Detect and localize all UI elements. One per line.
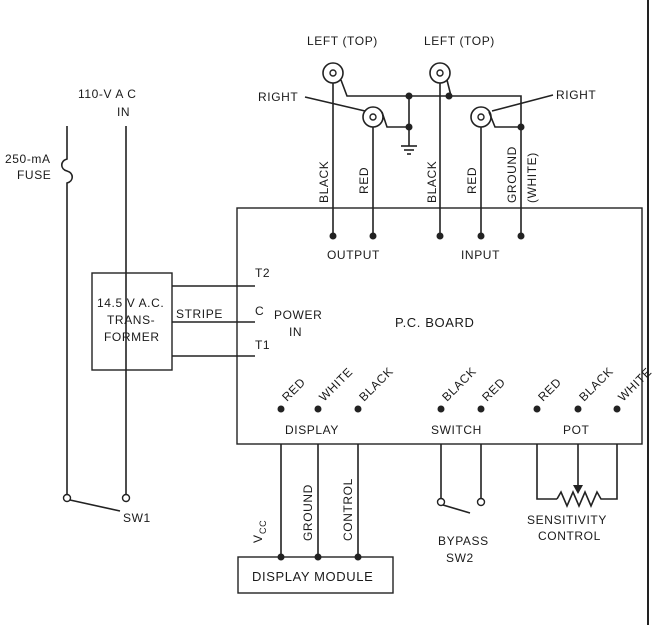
sw1-label: SW1 [123,511,151,525]
sensitivity-label: SENSITIVITY [527,513,607,527]
t2-label: T2 [255,266,270,280]
ac-in-label: 110-V A C [78,87,137,101]
input-right-jack [470,106,492,128]
switch-red-label: RED [479,375,508,404]
input-black-label: BLACK [425,161,439,203]
pot-red-label: RED [535,375,564,404]
switch-red-terminal [477,405,485,413]
output-right-label: RIGHT [258,90,298,104]
pot-black-label: BLACK [576,364,616,404]
sw1-switch-icon [62,493,131,512]
input-ground-label: GROUND [505,146,519,203]
t1-label: T1 [255,338,270,352]
output-red-label: RED [357,167,371,194]
module-ground-label: GROUND [301,484,315,541]
display-module-label: DISPLAY MODULE [252,569,373,584]
pc-board-label: P.C. BOARD [395,315,474,330]
output-left-jack [322,62,344,84]
output-group-label: OUTPUT [327,248,380,262]
svg-text:CC: CC [258,520,268,534]
sw2-label: SW2 [446,551,474,565]
junction-dot [445,92,453,100]
input-right-label: RIGHT [556,88,596,102]
module-control-label: CONTROL [341,478,355,541]
display-black-label: BLACK [356,364,396,404]
power-in-label-2: IN [289,325,302,339]
pot-white-terminal [613,405,621,413]
stripe-label: STRIPE [176,307,223,321]
transformer-label-1: 14.5 V A.C. [97,296,164,310]
display-module-box [237,556,394,594]
potentiometer-icon [536,444,618,509]
transformer-label-3: FORMER [104,330,160,344]
c-label: C [255,304,264,318]
input-ground-white-label: (WHITE) [525,152,539,203]
fuse-label: 250-mA [5,152,51,166]
vcc-label: V CC [251,520,268,543]
pot-red-terminal [533,405,541,413]
display-red-label: RED [279,375,308,404]
junction-dot [405,92,413,100]
sensitivity-control-label: CONTROL [538,529,601,543]
fuse-label-2: FUSE [17,168,51,182]
output-red-terminal [369,232,377,240]
switch-group-label: SWITCH [431,423,482,437]
fuse-icon [60,126,74,495]
power-in-label: POWER [274,308,322,322]
display-white-label: WHITE [316,365,355,404]
jack-wiring [332,79,522,236]
right-leader-output [304,96,366,112]
junction-dot [405,123,413,131]
input-left-top-label: LEFT (TOP) [424,34,495,48]
switch-black-terminal [437,405,445,413]
input-red-terminal [477,232,485,240]
output-right-jack [362,106,384,128]
ac-in-label-2: IN [117,105,130,119]
right-leader-input [491,94,554,112]
display-red-terminal [277,405,285,413]
input-ground-terminal [517,232,525,240]
input-group-label: INPUT [461,248,500,262]
sw2-switch-icon [436,497,486,514]
switch-black-label: BLACK [439,364,479,404]
output-black-terminal [329,232,337,240]
transformer-label-2: TRANS- [107,313,155,327]
display-white-terminal [314,405,322,413]
output-black-label: BLACK [317,161,331,203]
pot-black-terminal [574,405,582,413]
display-black-terminal [354,405,362,413]
display-group-label: DISPLAY [285,423,339,437]
junction-dot [517,123,525,131]
pot-group-label: POT [563,423,590,437]
bypass-label: BYPASS [438,534,489,548]
input-black-terminal [436,232,444,240]
output-left-top-label: LEFT (TOP) [307,34,378,48]
svg-text:V: V [251,534,265,543]
input-red-label: RED [465,167,479,194]
